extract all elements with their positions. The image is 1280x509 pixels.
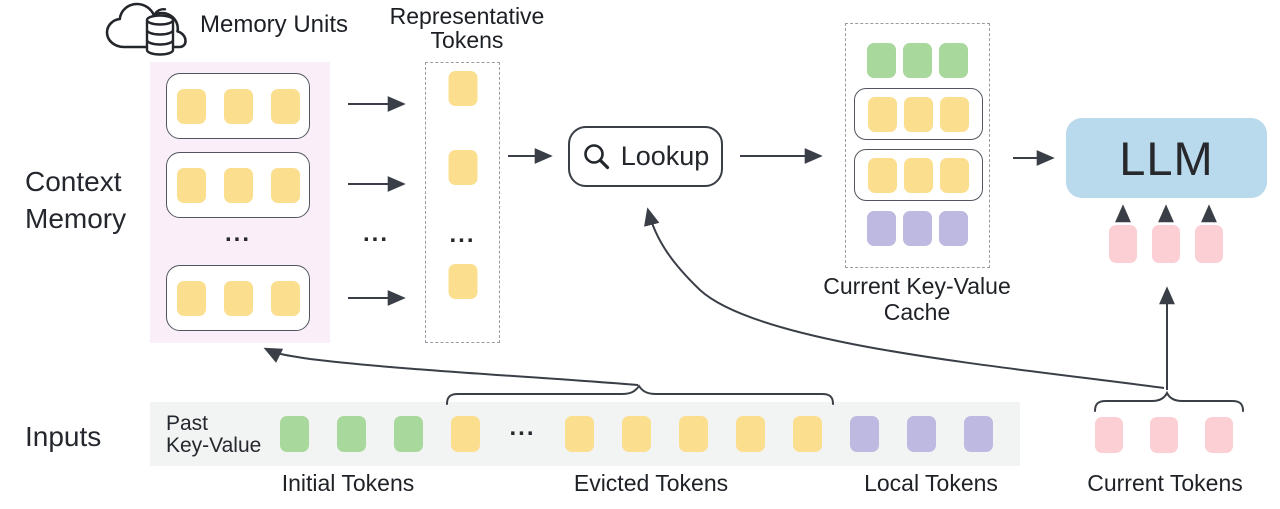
initial-tokens-label: Initial Tokens: [281, 470, 415, 496]
green-token: [280, 416, 309, 452]
local-tokens-label: Local Tokens: [864, 470, 998, 496]
yellow-token: [176, 167, 206, 203]
yellow-token: [223, 167, 253, 203]
purple-token: [867, 211, 896, 246]
context-memory-panel: [150, 62, 330, 343]
ellipsis: ...: [509, 414, 536, 441]
purple-token: [903, 211, 932, 246]
lookup-button[interactable]: Lookup: [568, 126, 723, 187]
llm-input-token-row: [1109, 225, 1223, 263]
yellow-token: [270, 88, 300, 124]
yellow-token: [176, 280, 206, 316]
context-memory-label: Context Memory: [25, 166, 127, 234]
yellow-token: [904, 157, 933, 193]
evicted-tokens-label: Evicted Tokens: [573, 470, 729, 496]
pink-token: [1095, 417, 1123, 453]
purple-token: [850, 416, 879, 452]
representative-ellipsis: ...: [449, 221, 476, 248]
green-token: [939, 43, 968, 78]
representative-tokens-box: ...: [425, 62, 500, 343]
cache-local-tokens-row: [846, 211, 989, 246]
yellow-token: [223, 88, 253, 124]
input-token-sequence: ...: [280, 414, 993, 452]
current-kv-cache-label: Current Key-Value Cache: [823, 273, 1011, 325]
past-key-value-label: Past Key-Value: [166, 412, 262, 457]
yellow-token: [448, 263, 477, 299]
yellow-token: [736, 416, 765, 452]
memory-unit-2: [166, 152, 310, 218]
cloud-swoosh: [153, 7, 167, 16]
memory-unit-3: [166, 265, 310, 331]
curve-evicted-to-memory: [263, 347, 639, 386]
current-kv-cache-box: [845, 23, 990, 268]
yellow-token: [622, 416, 651, 452]
cache-memory-unit-1: [854, 88, 983, 140]
database-ring-1: [145, 29, 175, 36]
representative-tokens-label: Representative Tokens: [389, 3, 545, 53]
search-icon: [583, 143, 609, 169]
yellow-token: [940, 157, 969, 193]
green-token: [867, 43, 896, 78]
pink-token: [1205, 417, 1233, 453]
green-token: [903, 43, 932, 78]
yellow-token: [451, 416, 480, 452]
yellow-token: [868, 96, 897, 132]
database-body: [145, 20, 175, 56]
brace-current-tokens: [1094, 390, 1244, 412]
yellow-token: [904, 96, 933, 132]
pink-token: [1195, 225, 1223, 263]
yellow-token: [565, 416, 594, 452]
yellow-token: [868, 157, 897, 193]
yellow-token: [448, 149, 477, 185]
pink-token: [1109, 225, 1137, 263]
memory-units-label: Memory Units: [200, 11, 349, 38]
yellow-token: [270, 280, 300, 316]
purple-token: [907, 416, 936, 452]
yellow-token: [270, 167, 300, 203]
database-top: [145, 14, 175, 26]
yellow-token: [940, 96, 969, 132]
current-token-row: [1095, 417, 1233, 453]
current-tokens-label: Current Tokens: [1087, 470, 1243, 496]
arrow-column-ellipsis: ...: [362, 220, 389, 247]
purple-token: [964, 416, 993, 452]
yellow-token: [223, 280, 253, 316]
green-token: [337, 416, 366, 452]
yellow-token: [679, 416, 708, 452]
yellow-token: [793, 416, 822, 452]
memory-unit-1: [166, 73, 310, 139]
yellow-token: [176, 88, 206, 124]
purple-token: [939, 211, 968, 246]
green-token: [394, 416, 423, 452]
inputs-label: Inputs: [25, 421, 102, 452]
cache-memory-unit-2: [854, 149, 983, 201]
cache-initial-tokens-row: [846, 43, 989, 78]
database-ring-2: [145, 39, 175, 46]
llm-label: LLM: [1119, 131, 1214, 185]
lookup-label: Lookup: [620, 141, 710, 171]
pink-token: [1152, 225, 1180, 263]
pink-token: [1150, 417, 1178, 453]
llm-box: LLM: [1066, 118, 1267, 198]
cloud-database-icon: [105, 2, 187, 56]
yellow-token: [448, 70, 477, 106]
memory-ellipsis: ...: [224, 220, 251, 247]
